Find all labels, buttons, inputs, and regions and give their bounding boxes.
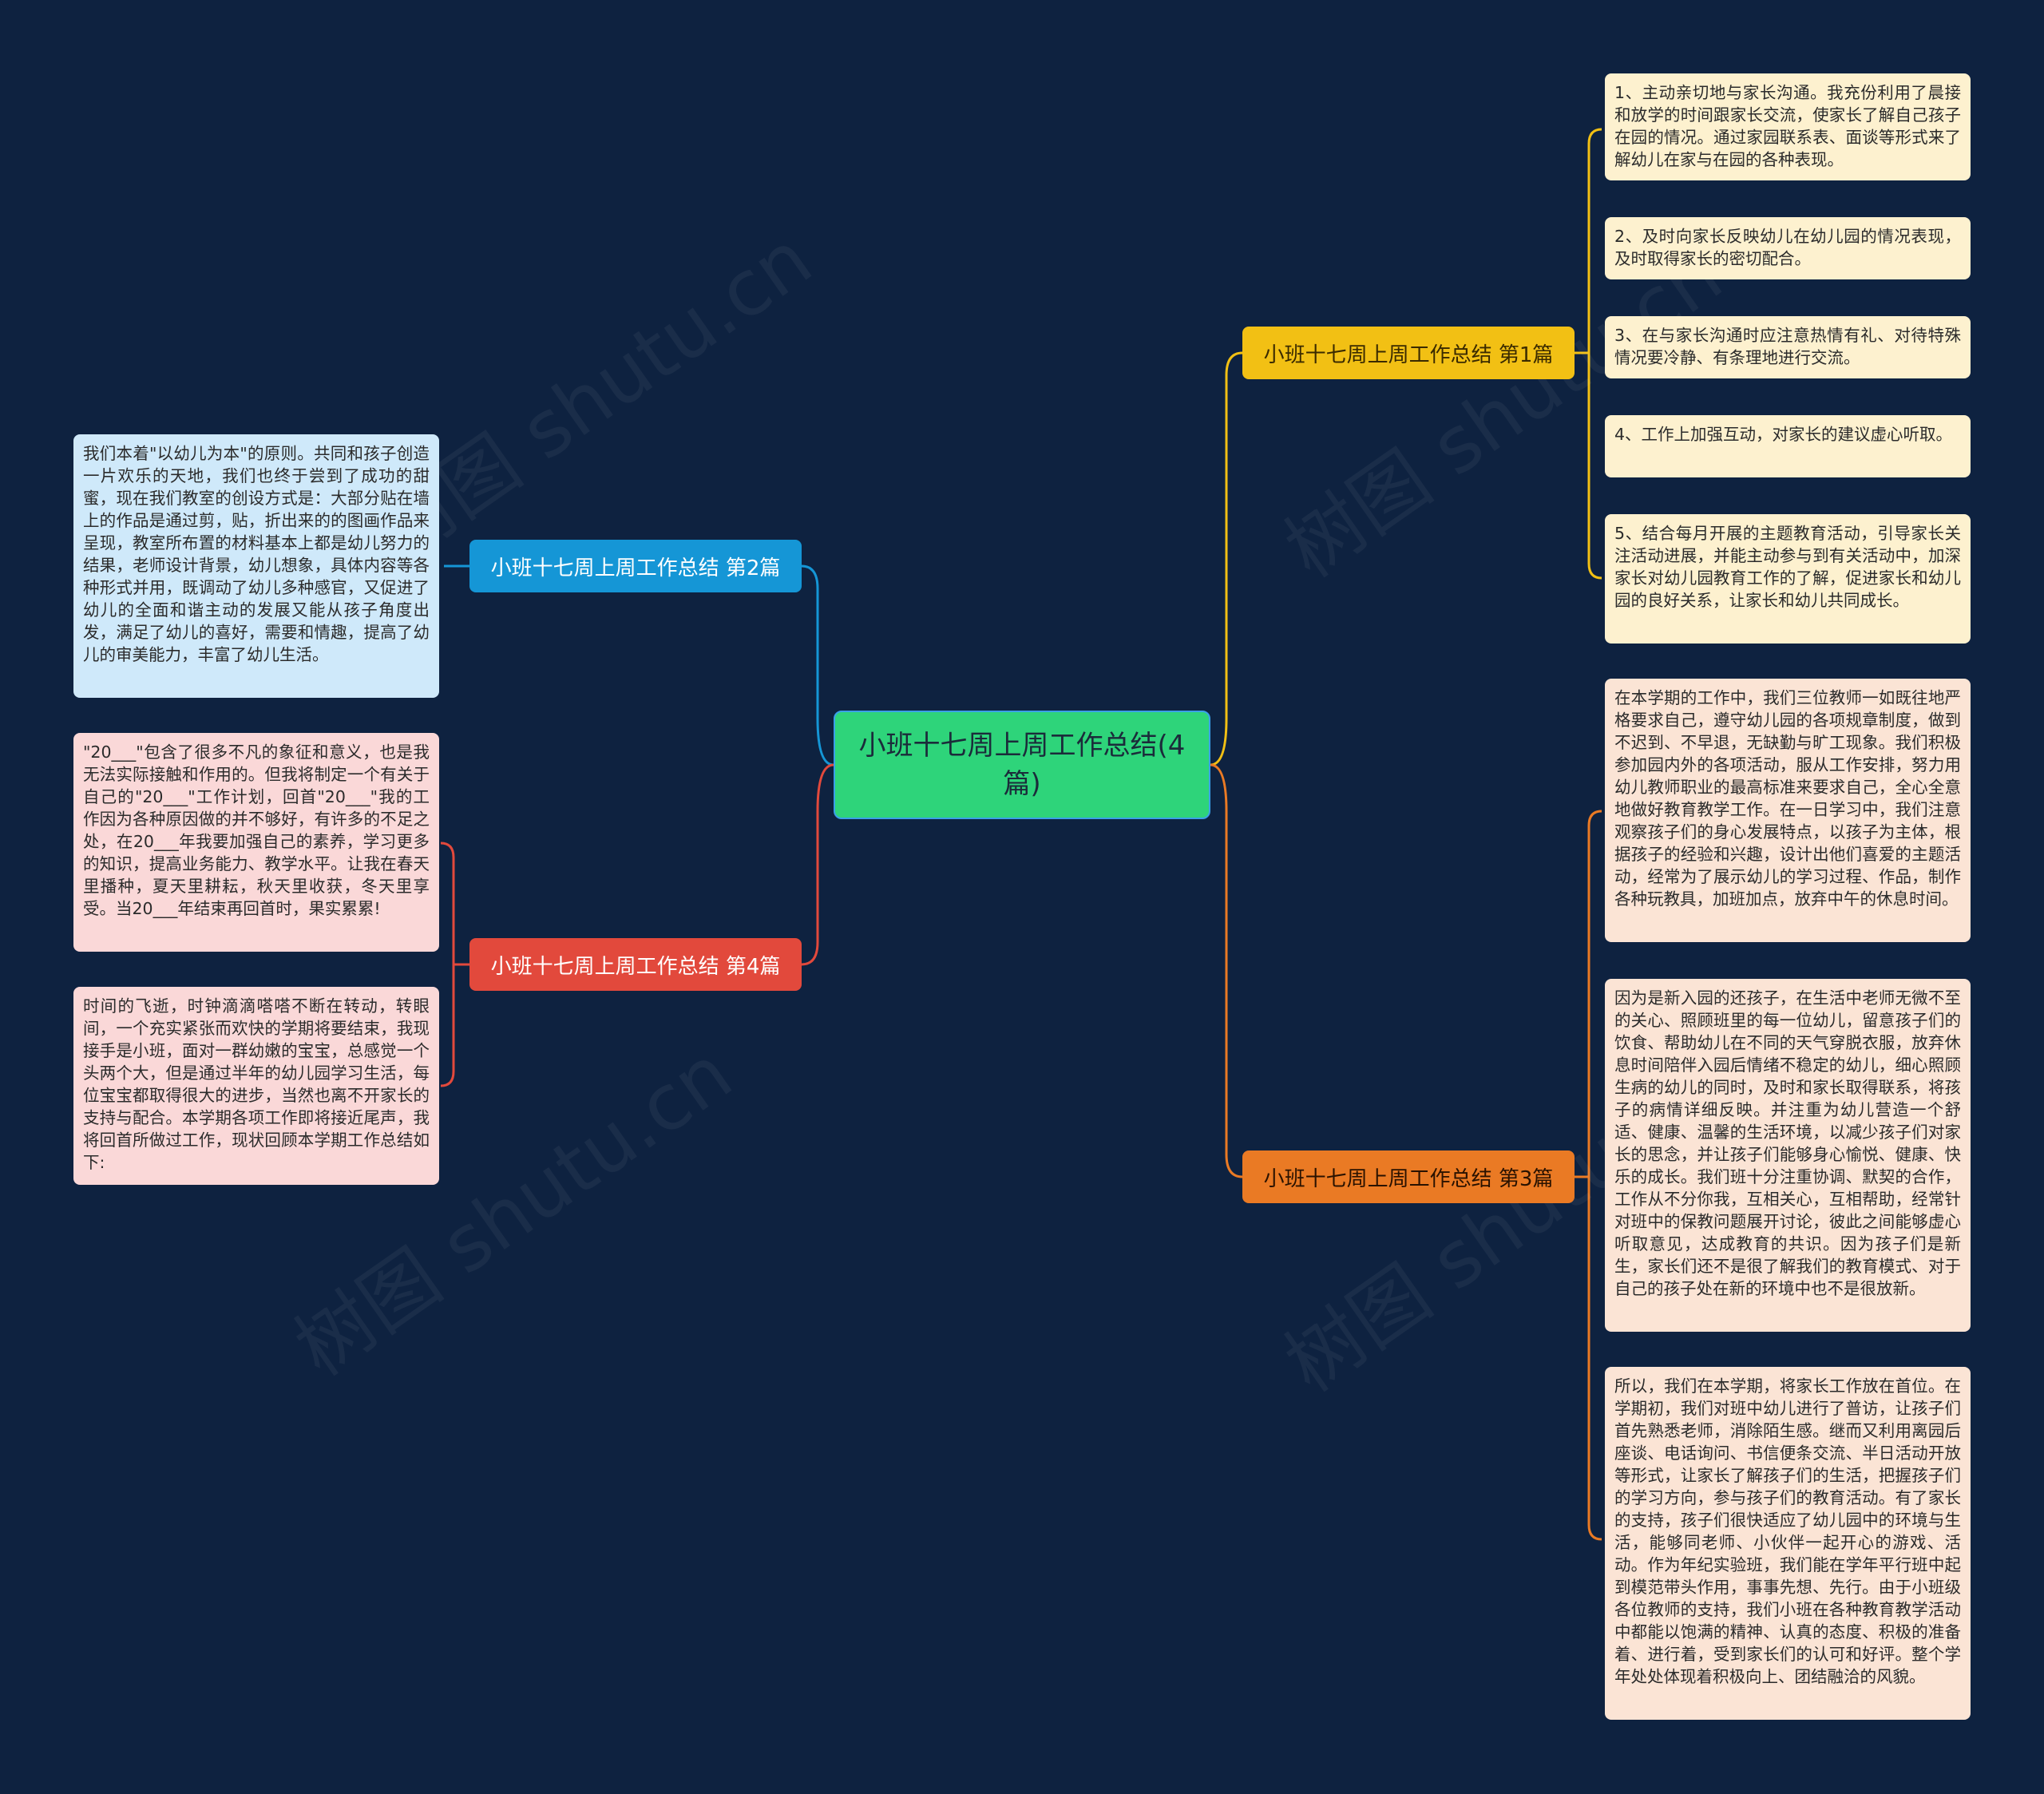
branch-topic-3[interactable]: 小班十七周上周工作总结 第3篇 bbox=[1242, 1150, 1575, 1203]
leaf-3-1[interactable]: 在本学期的工作中，我们三位教师一如既往地严格要求自己，遵守幼儿园的各项规章制度，… bbox=[1605, 679, 1971, 942]
link-root-b4 bbox=[801, 763, 834, 966]
leaf-1-1[interactable]: 1、主动亲切地与家长沟通。我充份利用了晨接和放学的时间跟家长交流，使家长了解自己… bbox=[1605, 73, 1971, 180]
leaf-3-2[interactable]: 因为是新入园的还孩子，在生活中老师无微不至的关心、照顾班里的每一位幼儿，留意孩子… bbox=[1605, 979, 1971, 1332]
leaf-1-2[interactable]: 2、及时向家长反映幼儿在幼儿园的情况表现，及时取得家长的密切配合。 bbox=[1605, 217, 1971, 279]
branch-topic-1[interactable]: 小班十七周上周工作总结 第1篇 bbox=[1242, 327, 1575, 379]
branch-topic-4[interactable]: 小班十七周上周工作总结 第4篇 bbox=[469, 938, 802, 991]
leaf-1-5[interactable]: 5、结合每月开展的主题教育活动，引导家长关注活动进展，并能主动参与到有关活动中，… bbox=[1605, 514, 1971, 644]
bracket-b1 bbox=[1575, 128, 1602, 580]
leaf-3-3[interactable]: 所以，我们在本学期，将家长工作放在首位。在学期初，我们对班中幼儿进行了普访，让孩… bbox=[1605, 1367, 1971, 1720]
link-root-b3 bbox=[1210, 763, 1243, 1178]
leaf-1-4[interactable]: 4、工作上加强互动，对家长的建议虚心听取。 bbox=[1605, 415, 1971, 477]
leaf-4-2[interactable]: 时间的飞逝，时钟滴滴嗒嗒不断在转动，转眼间，一个充实紧张而欢快的学期将要结束，我… bbox=[73, 987, 439, 1185]
leaf-4-1[interactable]: "20___"包含了很多不凡的象征和意义，也是我无法实际接触和作用的。但我将制定… bbox=[73, 733, 439, 952]
link-root-b2 bbox=[801, 564, 834, 766]
branch-topic-2[interactable]: 小班十七周上周工作总结 第2篇 bbox=[469, 540, 802, 592]
root-topic[interactable]: 小班十七周上周工作总结(4篇) bbox=[834, 711, 1210, 819]
bracket-b3 bbox=[1575, 810, 1602, 1541]
leaf-2-1[interactable]: 我们本着"以幼儿为本"的原则。共同和孩子创造一片欢乐的天地，我们也终于尝到了成功… bbox=[73, 434, 439, 698]
bracket-b4 bbox=[440, 842, 469, 1087]
link-root-b1 bbox=[1210, 351, 1243, 766]
leaf-1-3[interactable]: 3、在与家长沟通时应注意热情有礼、对待特殊情况要冷静、有条理地进行交流。 bbox=[1605, 316, 1971, 378]
